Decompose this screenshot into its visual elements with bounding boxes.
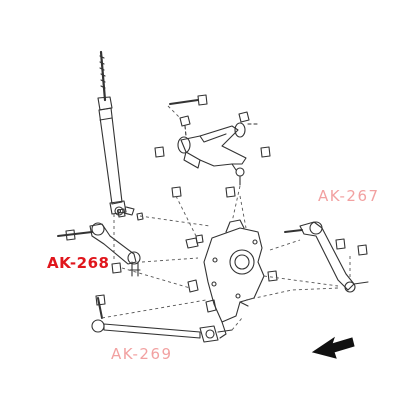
label-ak-269: AK-269 bbox=[111, 345, 173, 363]
arrow-left-down-icon bbox=[311, 336, 355, 359]
ak267-arm bbox=[284, 221, 369, 293]
hardware bbox=[111, 186, 278, 282]
ak269-arm bbox=[91, 294, 233, 343]
assembly-lines bbox=[101, 105, 351, 331]
label-ak-268: AK-268 bbox=[47, 254, 110, 272]
shock-absorber bbox=[97, 50, 135, 216]
knuckle bbox=[185, 219, 265, 339]
label-ak-267: AK-267 bbox=[318, 187, 380, 205]
ak268-arm bbox=[57, 222, 141, 277]
upper-control-arm bbox=[154, 94, 271, 186]
